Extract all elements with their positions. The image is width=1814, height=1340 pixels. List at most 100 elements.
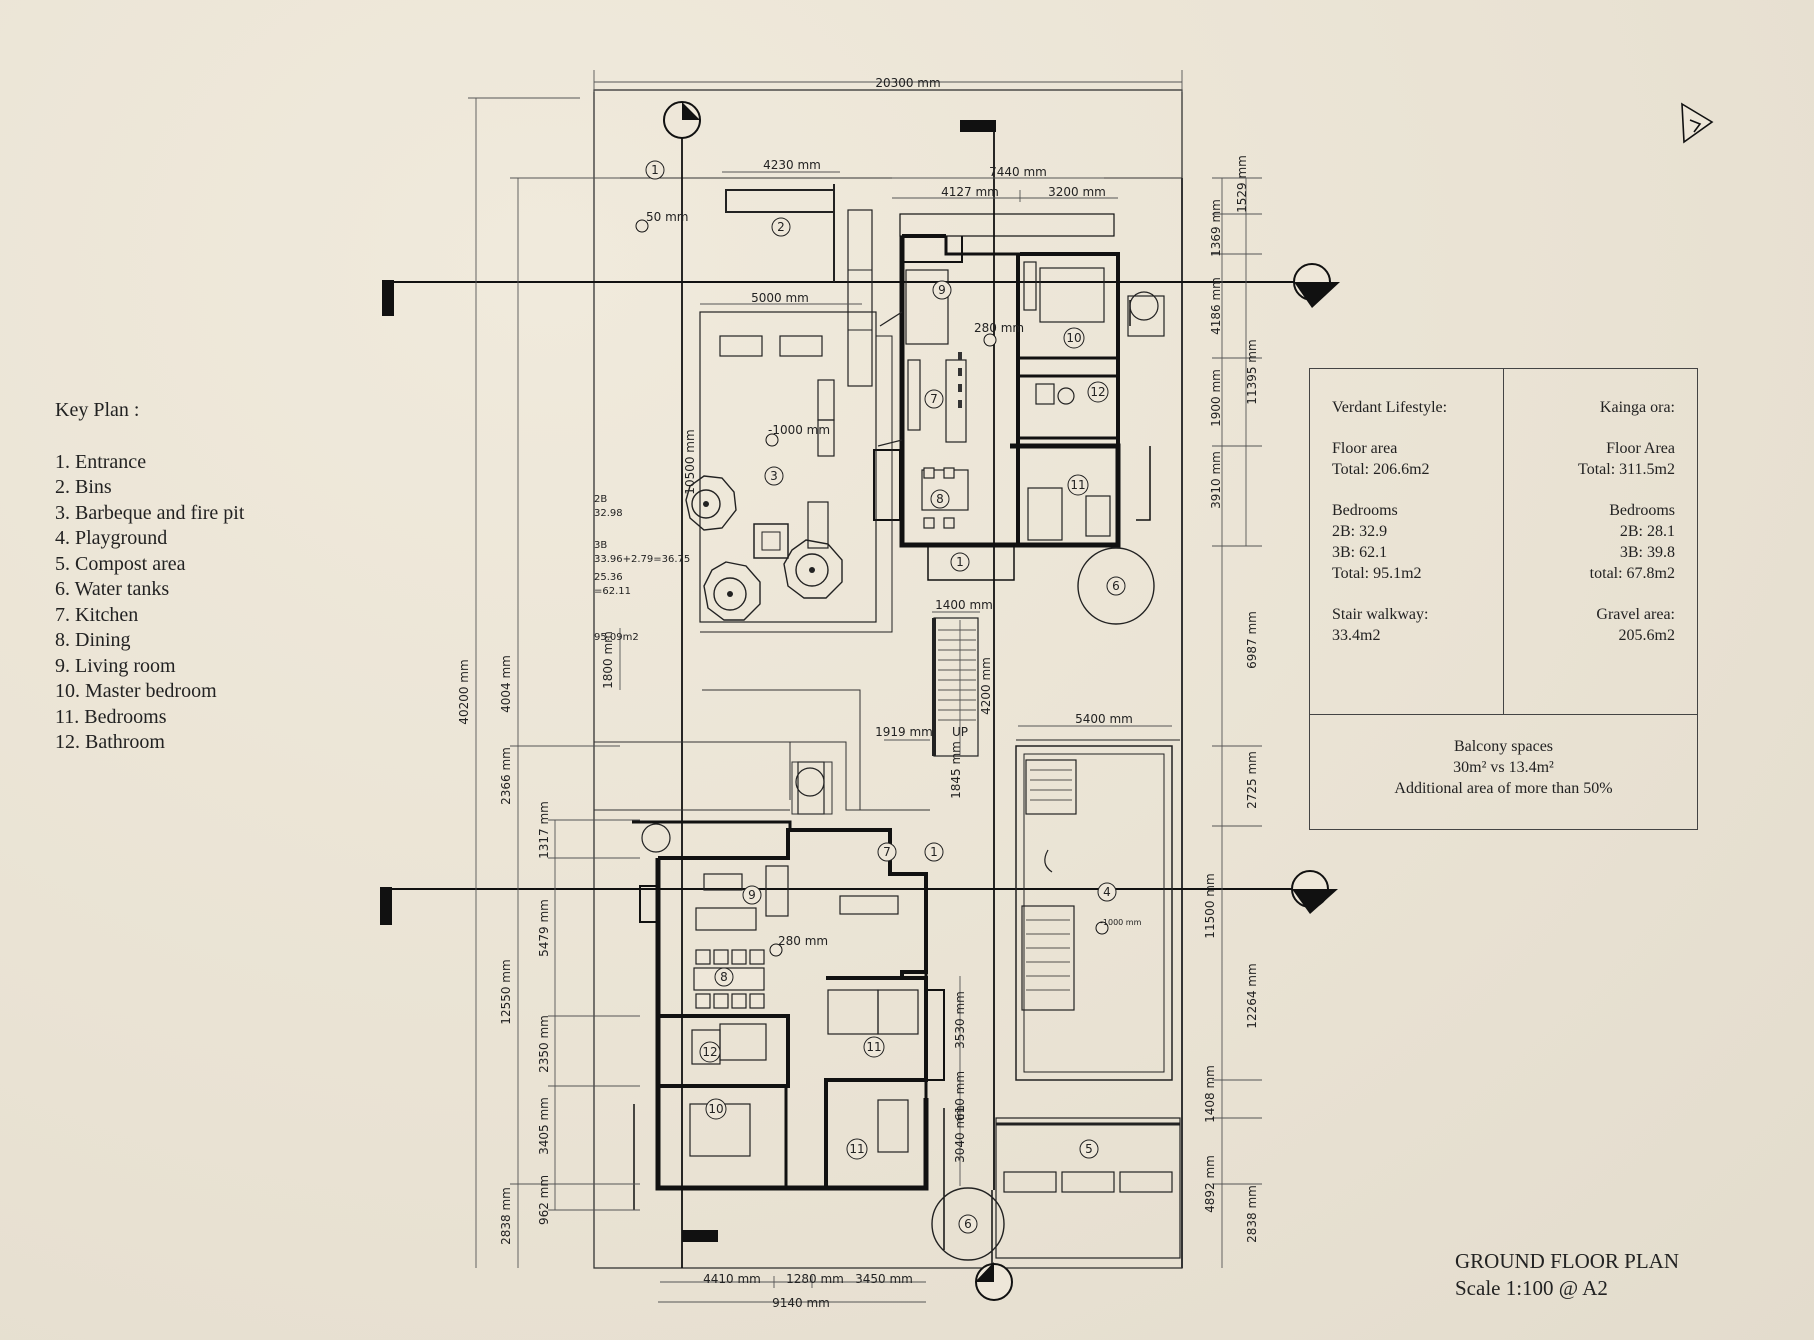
kainga-bedrooms-label: Bedrooms xyxy=(1609,502,1675,519)
key-plan-item: 4. Playground xyxy=(55,527,168,549)
tag-compost: 5 xyxy=(1085,1142,1093,1156)
kainga-floor-total: Total: 311.5m2 xyxy=(1578,461,1675,478)
verdant-stair-value: 33.4m2 xyxy=(1332,627,1381,644)
verdant-bed-2b: 2B: 32.9 xyxy=(1332,523,1388,540)
north-arrow-icon xyxy=(1681,102,1714,144)
dim-in-2350: 2350 mm xyxy=(537,1015,551,1073)
sketch-note: =62.11 xyxy=(594,586,631,597)
dim-r-11395: 11395 mm xyxy=(1245,339,1259,404)
dim-r-1408: 1408 mm xyxy=(1203,1065,1217,1123)
kainga-gravel-value: 205.6m2 xyxy=(1618,627,1675,644)
dim-r-6987: 6987 mm xyxy=(1245,611,1259,669)
area-comparison-table: Verdant Lifestyle: Floor area Total: 206… xyxy=(1309,368,1698,830)
dim-site-width: 20300 mm xyxy=(875,76,940,90)
key-plan-title: Key Plan : xyxy=(55,399,140,421)
tag-playground: 4 xyxy=(1103,885,1111,899)
tag-dining: 8 xyxy=(936,492,944,506)
tag-living: 9 xyxy=(748,888,756,902)
dim-gap-1800: 1800 mm xyxy=(601,631,615,689)
dim-r-2838: 2838 mm xyxy=(1245,1185,1259,1243)
tag-kitchen: 7 xyxy=(930,392,938,406)
dim-left-4004: 4004 mm xyxy=(499,655,513,713)
dim-in-962: 962 mm xyxy=(537,1175,551,1225)
tag-bbq: 3 xyxy=(770,469,778,483)
balcony-heading: Balcony spaces xyxy=(1453,738,1554,755)
key-plan-list: 1. Entrance 2. Bins 3. Barbeque and fire… xyxy=(55,450,244,756)
dim-upper-left: 4127 mm xyxy=(941,185,999,199)
tag-bathroom: 12 xyxy=(702,1045,717,1059)
sketch-note: 25.36 xyxy=(594,572,623,583)
dim-bbq-depth: 5000 mm xyxy=(751,291,809,305)
tag-master-bedroom: 10 xyxy=(708,1102,723,1116)
tag-master-bedroom: 10 xyxy=(1066,331,1081,345)
balcony-note: Additional area of more than 50% xyxy=(1394,780,1613,797)
verdant-bed-total: Total: 95.1m2 xyxy=(1332,565,1422,582)
title-block: GROUND FLOOR PLAN Scale 1:100 @ A2 xyxy=(1455,1248,1679,1302)
dim-site-depth: 40200 mm xyxy=(457,659,471,724)
key-plan-item: 7. Kitchen xyxy=(55,603,139,626)
table-divider xyxy=(1503,369,1504,714)
tag-entrance: 1 xyxy=(651,163,659,177)
dim-stair-offset: 1919 mm xyxy=(875,725,933,739)
verdant-bedrooms-label: Bedrooms xyxy=(1332,502,1398,519)
key-plan-item: 12. Bathroom xyxy=(55,731,165,753)
section-marker-block xyxy=(382,280,394,316)
verdant-floor-label: Floor area xyxy=(1332,440,1398,457)
dim-upper-unit-width: 7440 mm xyxy=(989,165,1047,179)
dim-bbq-width: 4230 mm xyxy=(763,158,821,172)
dim-r-4186: 4186 mm xyxy=(1209,277,1223,335)
dim-lower-w1: 4410 mm xyxy=(703,1272,761,1286)
dim-landing: 1845 mm xyxy=(949,741,963,799)
kainga-heading: Kainga ora: xyxy=(1599,399,1675,416)
dim-r-1900: 1900 mm xyxy=(1209,369,1223,427)
table-divider xyxy=(1310,714,1697,715)
dim-r-12264: 12264 mm xyxy=(1245,963,1259,1028)
dim-in-5479: 5479 mm xyxy=(537,899,551,957)
dim-in-3040: 3040 mm xyxy=(953,1105,967,1163)
dim-in-610: 610 mm xyxy=(953,1071,967,1121)
key-plan-item: 1. Entrance xyxy=(55,450,147,473)
dim-left-12550: 12550 mm xyxy=(499,959,513,1024)
sketch-note: 95.09m2 xyxy=(594,632,639,643)
dim-r-11500: 11500 mm xyxy=(1203,873,1217,938)
tag-bedroom: 11 xyxy=(866,1040,881,1054)
verdant-floor-total: Total: 206.6m2 xyxy=(1332,461,1430,478)
tag-living: 9 xyxy=(938,283,946,297)
tag-water-tank: 6 xyxy=(1112,579,1120,593)
dim-r-4892: 4892 mm xyxy=(1203,1155,1217,1213)
lower-unit-walls xyxy=(658,828,928,978)
tag-bedroom: 11 xyxy=(849,1142,864,1156)
kainga-bed-2b: 2B: 28.1 xyxy=(1619,523,1675,540)
dim-left-2838: 2838 mm xyxy=(499,1187,513,1245)
level-50: 50 mm xyxy=(646,210,688,224)
tag-dining: 8 xyxy=(720,970,728,984)
upper-unit-walls xyxy=(899,236,1121,548)
verdant-column: Verdant Lifestyle: Floor area Total: 206… xyxy=(1332,397,1497,666)
kainga-column: Kainga ora: Floor Area Total: 311.5m2 Be… xyxy=(1510,397,1675,666)
verdant-bed-3b: 3B: 62.1 xyxy=(1332,544,1388,561)
dim-in-1317: 1317 mm xyxy=(537,801,551,859)
sketch-note: 2B xyxy=(594,494,607,505)
balcony-comparison: 30m² vs 13.4m² xyxy=(1453,759,1554,776)
dim-r-1369: 1369 mm xyxy=(1209,199,1223,257)
playground-outline xyxy=(1015,745,1173,1081)
tag-entrance: 1 xyxy=(930,845,938,859)
kainga-floor-label: Floor Area xyxy=(1606,440,1675,457)
kainga-bed-total: total: 67.8m2 xyxy=(1589,565,1675,582)
verdant-heading: Verdant Lifestyle: xyxy=(1332,399,1448,416)
level-280-lower: 280 mm xyxy=(778,934,828,948)
verdant-stair-label: Stair walkway: xyxy=(1332,606,1429,623)
tag-water-tank: 6 xyxy=(964,1217,972,1231)
tag-bedroom: 11 xyxy=(1070,478,1085,492)
dim-up-label: UP xyxy=(952,725,968,739)
drawing-title: GROUND FLOOR PLAN xyxy=(1455,1249,1680,1273)
dim-in-3405: 3405 mm xyxy=(537,1097,551,1155)
bbq-area-outline xyxy=(699,311,877,623)
dim-left-2366: 2366 mm xyxy=(499,747,513,805)
dim-stair-length: 4200 mm xyxy=(979,657,993,715)
dim-lower-w3: 3450 mm xyxy=(855,1272,913,1286)
dim-r-1529: 1529 mm xyxy=(1235,155,1249,213)
level-minus-1000-small: -1000 mm xyxy=(1100,918,1142,927)
